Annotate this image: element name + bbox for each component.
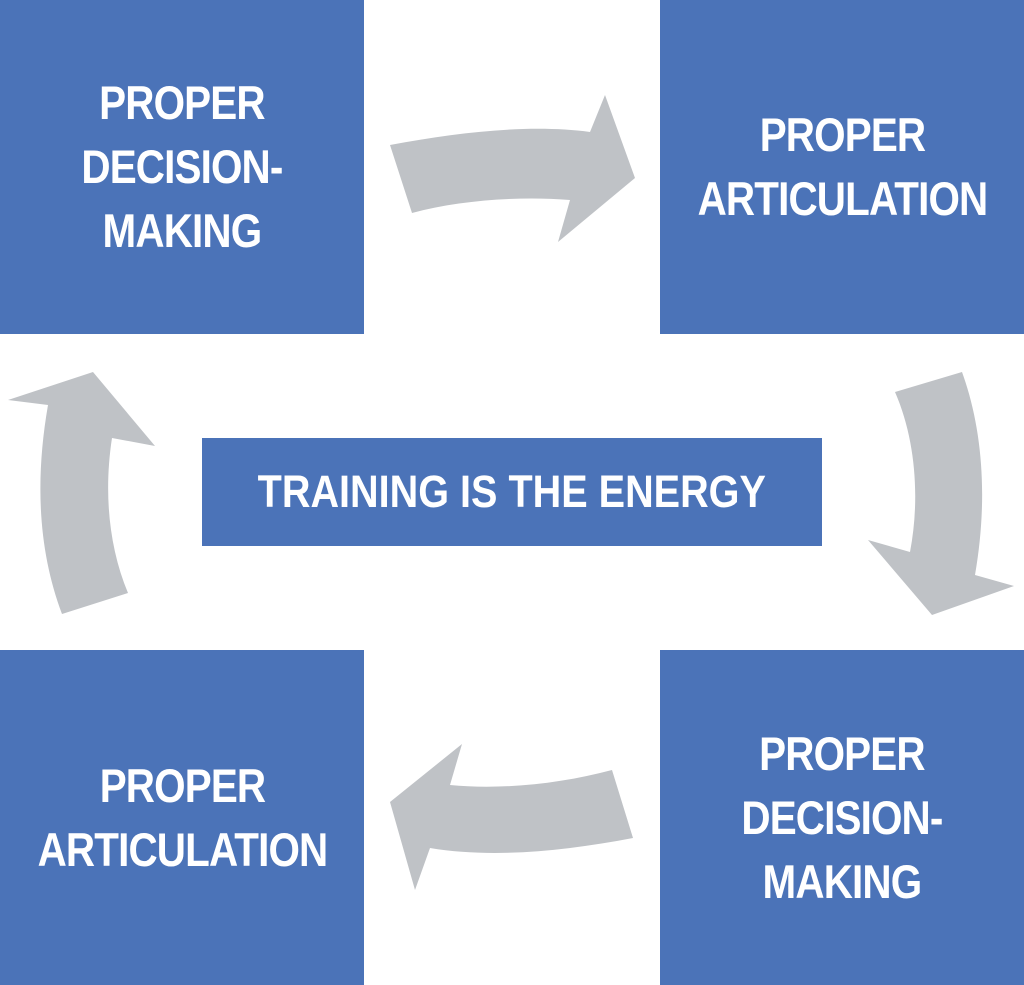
arrow-top-right [390, 95, 635, 242]
arrow-left-up [8, 372, 155, 614]
box-bottom-left: PROPER ARTICULATION [0, 650, 364, 985]
box-top-left-label: PROPER DECISION- MAKING [81, 76, 283, 257]
box-top-right-label: PROPER ARTICULATION [697, 108, 988, 225]
center-box: TRAINING IS THE ENERGY [202, 438, 822, 546]
center-label: TRAINING IS THE ENERGY [257, 466, 767, 517]
arrow-right-down [868, 372, 1014, 615]
box-bottom-right-label: PROPER DECISION- MAKING [741, 726, 943, 908]
arrow-bottom-left [390, 744, 633, 890]
box-top-right: PROPER ARTICULATION [660, 0, 1024, 334]
box-bottom-left-label: PROPER ARTICULATION [37, 758, 328, 876]
box-top-left: PROPER DECISION- MAKING [0, 0, 364, 334]
box-bottom-right: PROPER DECISION- MAKING [660, 650, 1024, 985]
